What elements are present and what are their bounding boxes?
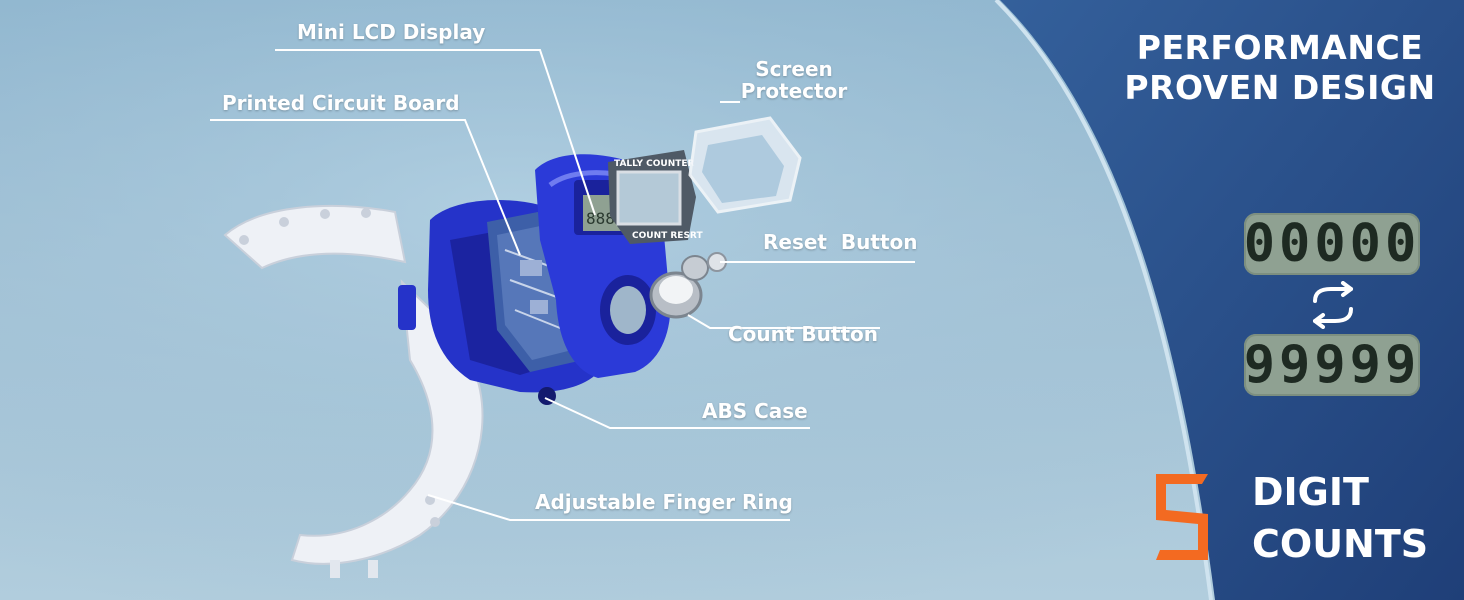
panel-title: PERFORMANCE PROVEN DESIGN xyxy=(1120,28,1440,108)
tally-counter-illustration: 8888 TALLY COUNTER COUNT RESRT xyxy=(223,116,802,578)
panel-title-line2: PROVEN DESIGN xyxy=(1124,68,1436,107)
arc-highlight xyxy=(994,0,1213,600)
counter-min-value: 00000 xyxy=(1243,214,1421,274)
cycle-arrows-icon xyxy=(1313,281,1353,329)
callout-reset-button: Reset Button xyxy=(763,230,918,254)
svg-text:COUNT RESRT: COUNT RESRT xyxy=(632,231,703,241)
svg-text:TALLY COUNTER: TALLY COUNTER xyxy=(614,159,695,169)
panel-title-line1: PERFORMANCE xyxy=(1136,28,1424,67)
five-digit-icon xyxy=(1156,474,1208,560)
big-number-five xyxy=(1152,470,1212,565)
digit-line2: COUNTS xyxy=(1252,522,1429,566)
callout-count-button: Count Button xyxy=(728,322,878,346)
counter-display-max: 99999 xyxy=(1244,334,1420,396)
digit-line1: DIGIT xyxy=(1252,470,1369,514)
counter-display-min: 00000 xyxy=(1244,213,1420,275)
metal-buttons xyxy=(649,252,727,319)
callout-mini-lcd-display: Mini LCD Display xyxy=(297,20,486,44)
counter-max-value: 99999 xyxy=(1243,335,1421,395)
finger-ring-strap xyxy=(223,205,484,578)
callout-abs-case: ABS Case xyxy=(702,399,808,423)
right-panel-arc xyxy=(1000,0,1464,600)
callout-adjustable-finger-ring: Adjustable Finger Ring xyxy=(535,490,793,514)
screen-protector xyxy=(688,116,802,214)
digit-counts-label: DIGIT COUNTS xyxy=(1252,466,1428,570)
lcd-frame: TALLY COUNTER COUNT RESRT xyxy=(608,150,703,244)
callout-lines xyxy=(0,0,960,600)
callout-screen-protector: Screen Protector xyxy=(740,57,848,103)
callout-printed-circuit-board: Printed Circuit Board xyxy=(222,91,460,115)
